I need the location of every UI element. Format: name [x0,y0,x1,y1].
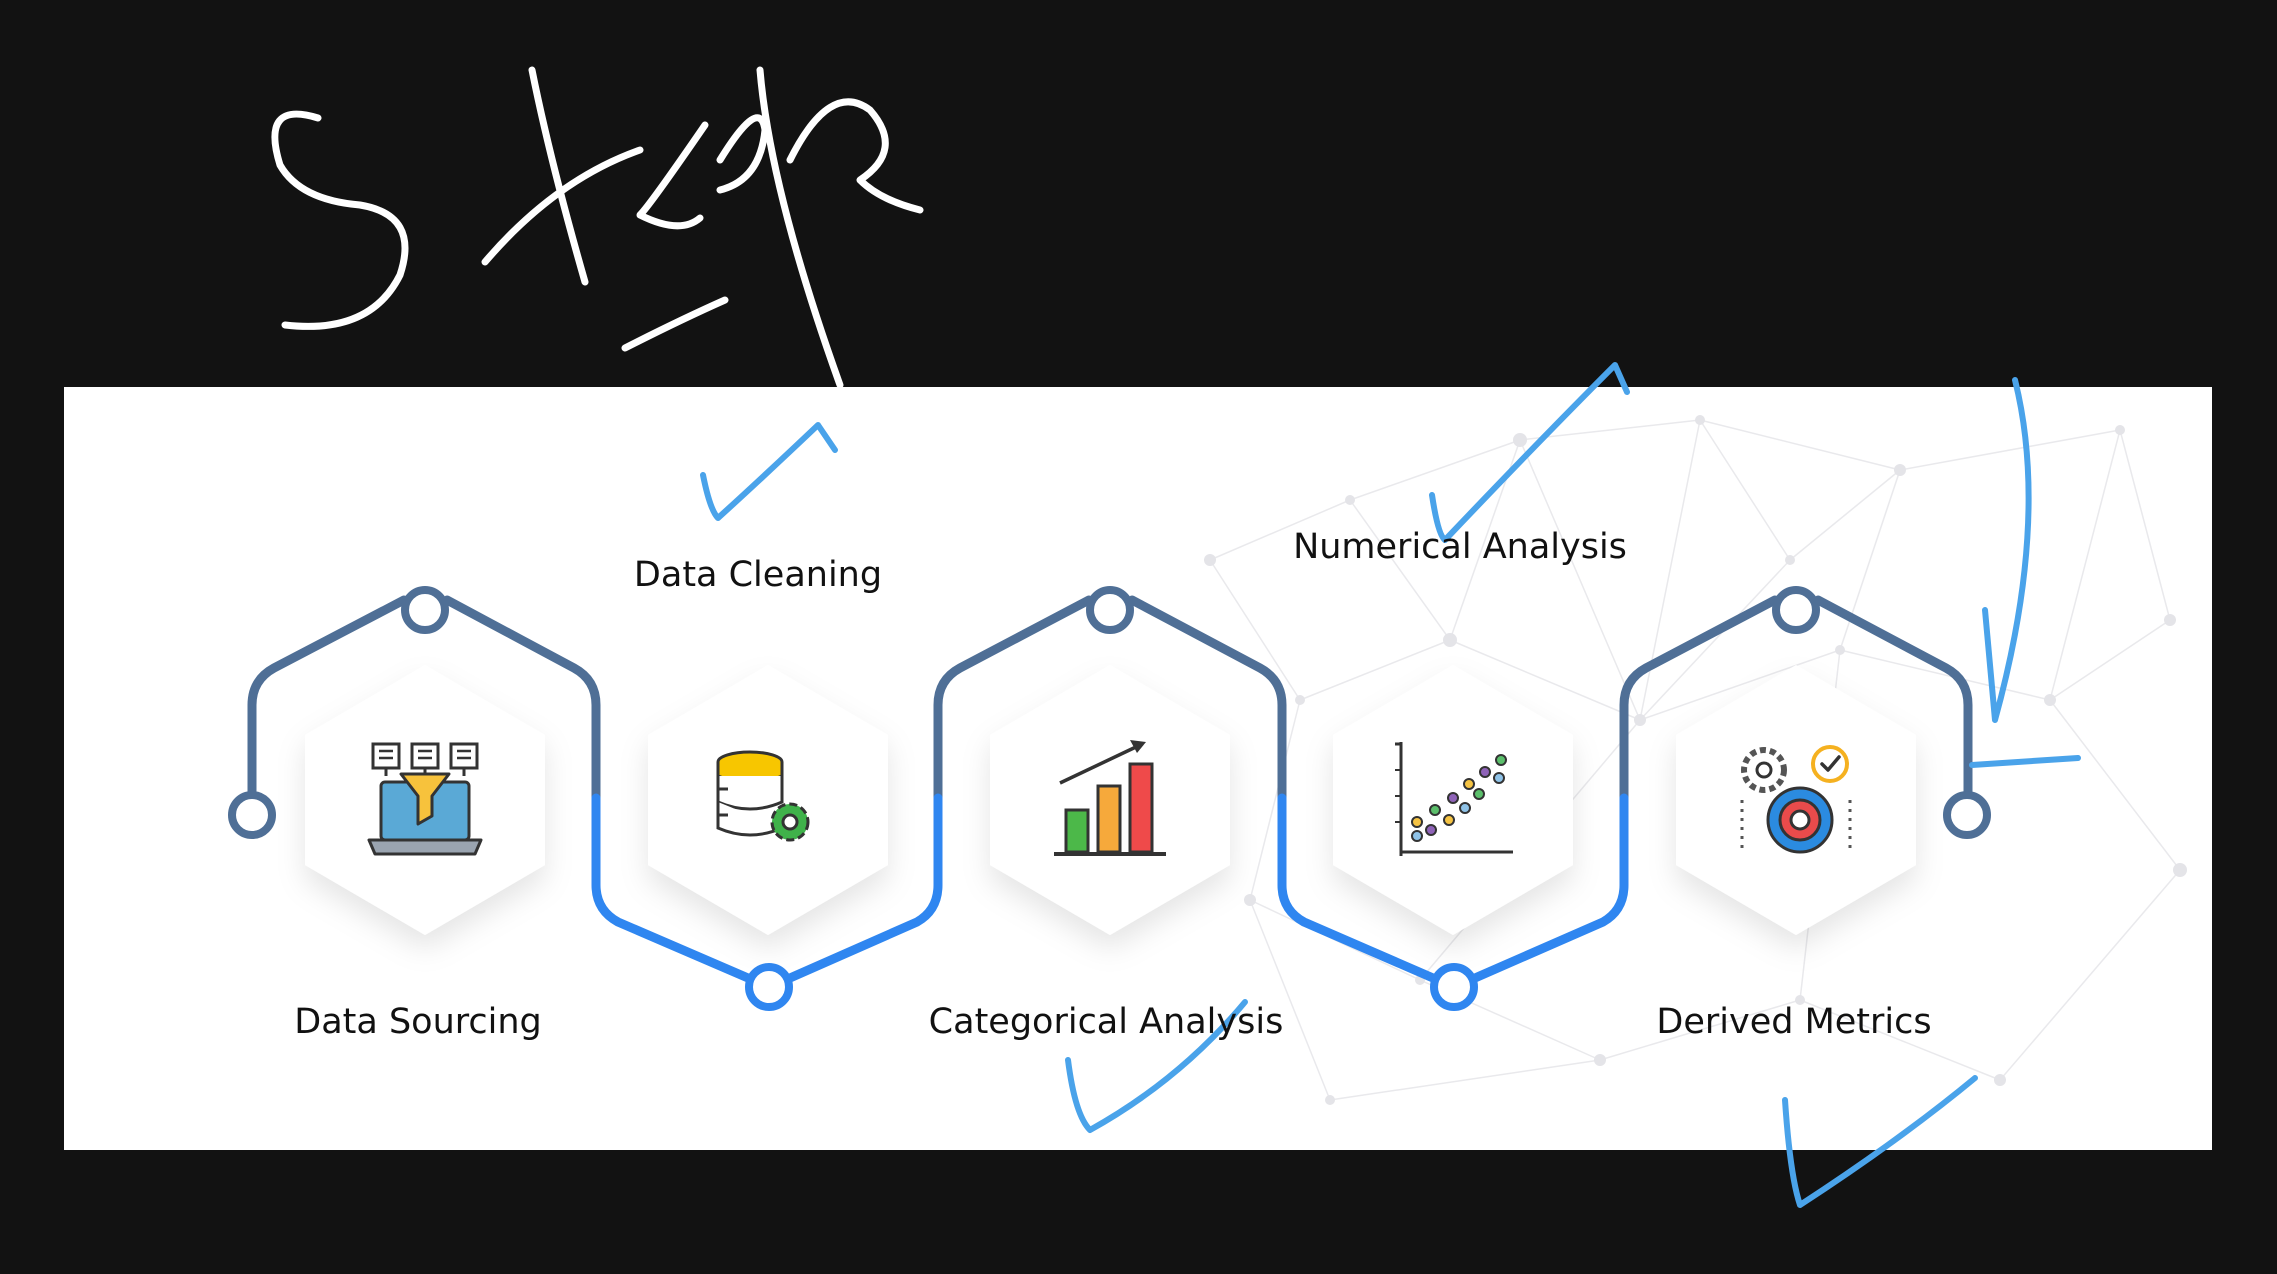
lower-path [591,793,1629,983]
check-data-cleaning [700,422,838,521]
network-background [1209,419,2181,1101]
step-label-derived-metrics: Derived Metrics [1656,1002,1932,1042]
scatter-plot-icon [1395,742,1513,856]
upper-path [247,595,1973,820]
end-node [1943,791,1991,839]
bottom-node-1 [745,963,793,1011]
arrow-to-end-node [1969,377,2081,768]
top-node-1 [401,586,449,634]
check-derived-metrics [1782,1075,1978,1208]
data-sourcing-funnel-laptop-icon [367,742,483,856]
bottom-node-2 [1430,963,1478,1011]
network-nodes [1204,415,2187,1105]
start-node [228,791,276,839]
path-nodes [228,586,1991,1011]
check-numerical-analysis [1429,362,1630,543]
step-label-numerical-analysis: Numerical Analysis [1293,527,1627,567]
handwritten-steps-annotation [271,66,924,389]
gears-check-icon [1740,745,1852,854]
top-node-3 [1772,586,1820,634]
checkmark-annotations [700,362,2081,1208]
step-label-data-cleaning: Data Cleaning [633,555,883,595]
step-label-categorical-analysis: Categorical Analysis [928,1002,1284,1042]
step-label-data-sourcing: Data Sourcing [294,1002,542,1042]
database-gear-icon [716,750,810,842]
bar-chart-growth-icon [1054,740,1166,856]
top-node-2 [1086,586,1134,634]
check-categorical-analysis [1065,999,1248,1133]
